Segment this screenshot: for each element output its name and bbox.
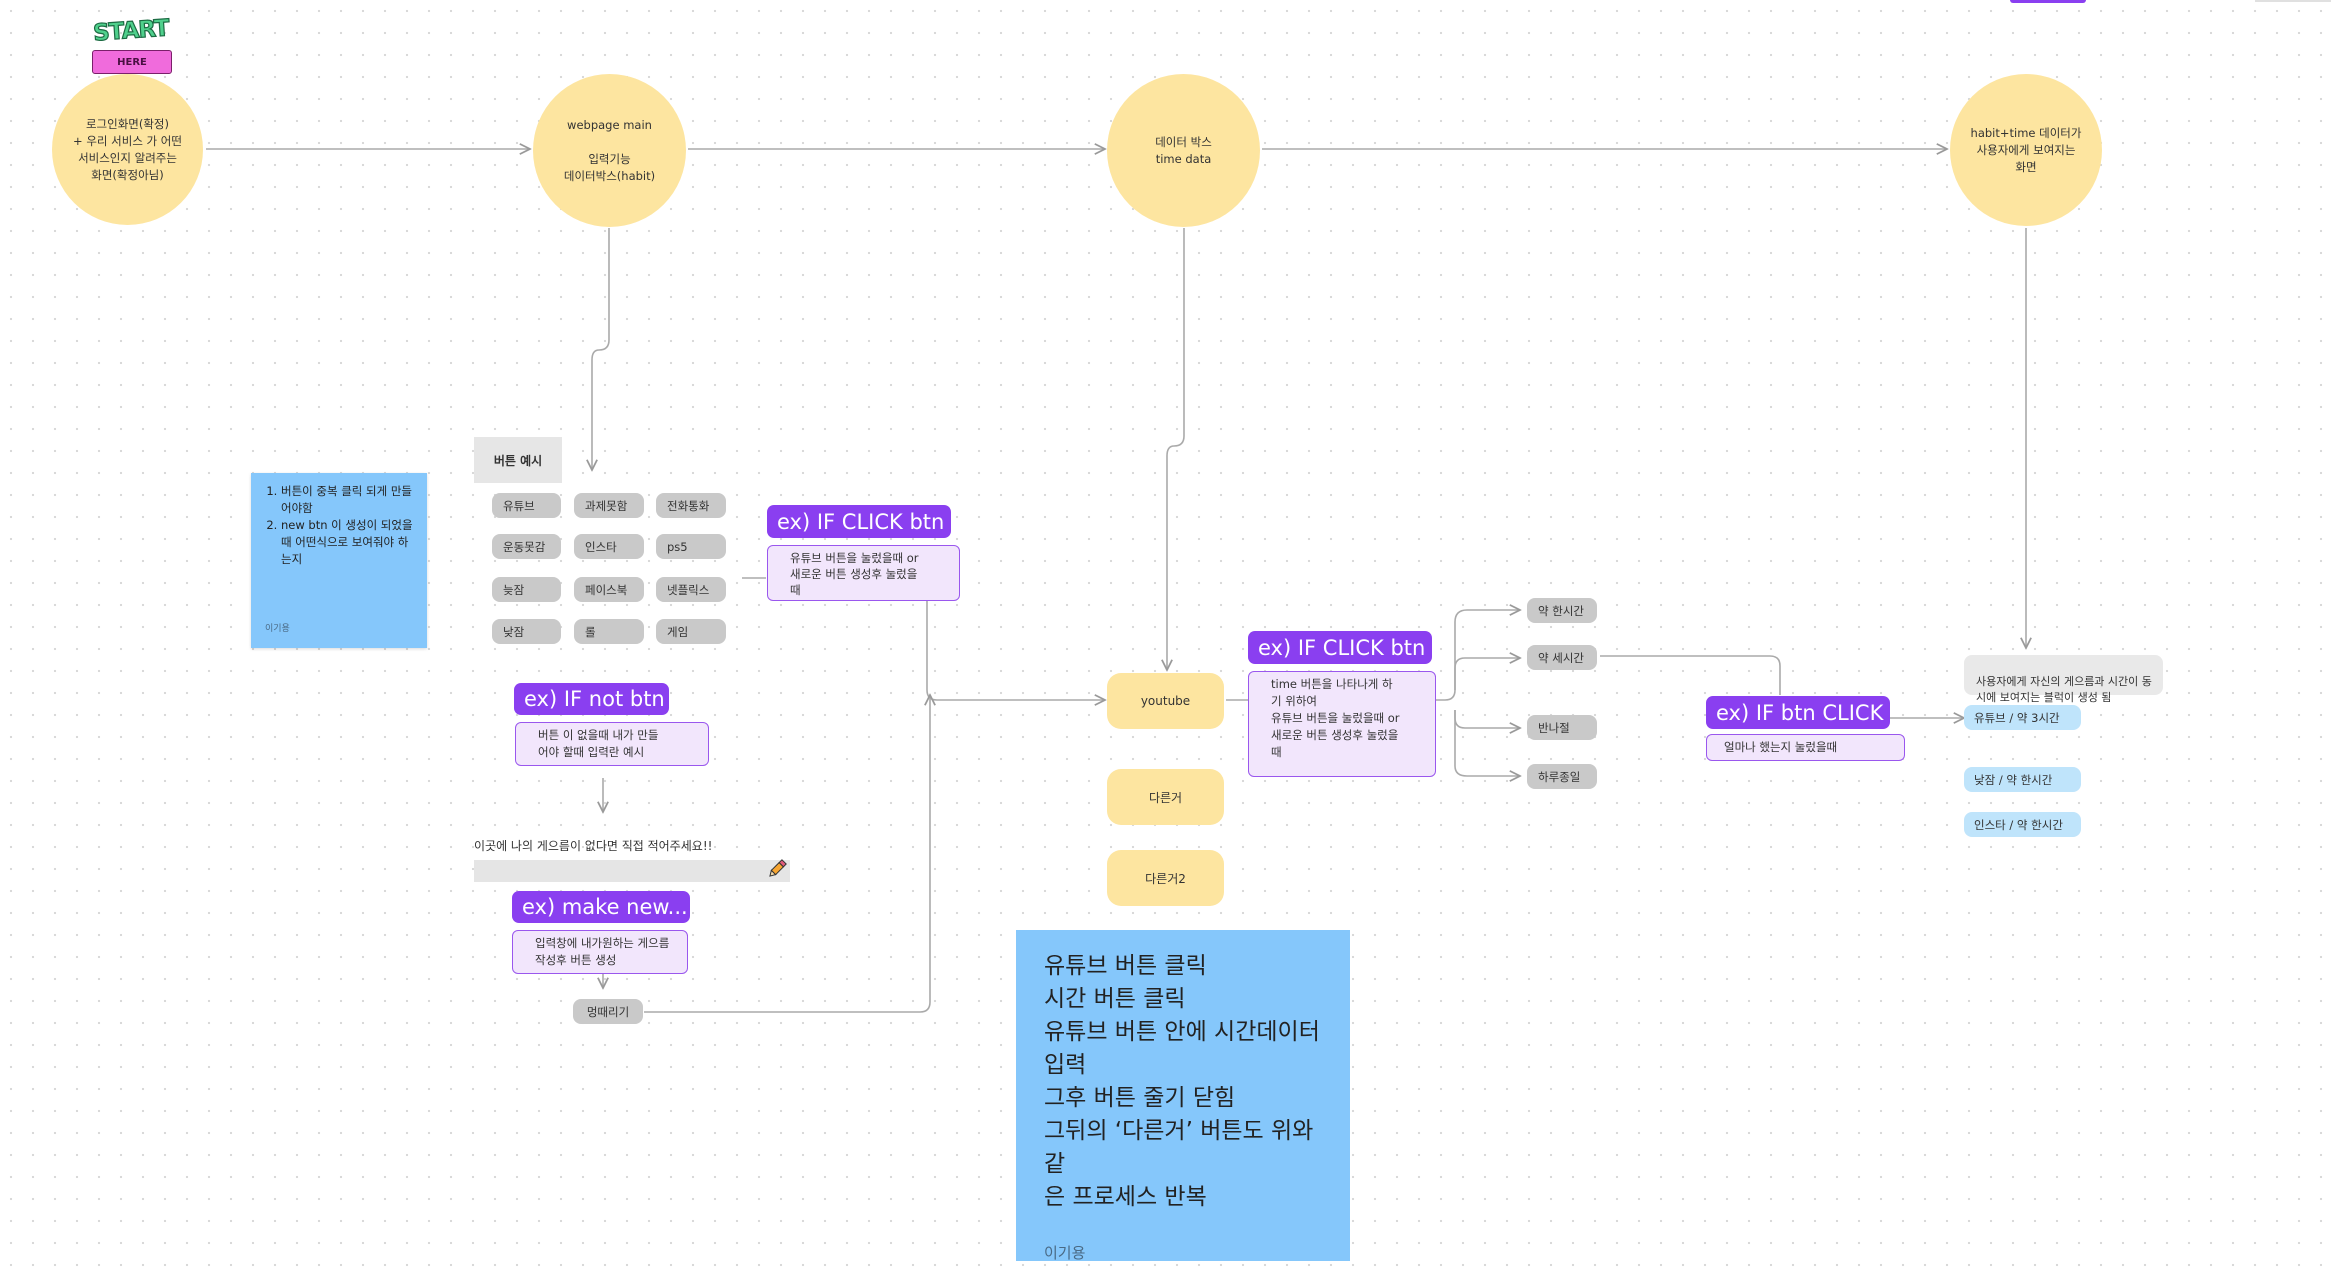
here-text: HERE bbox=[117, 56, 147, 68]
sticky-note-big-line: 시간 버튼 클릭 bbox=[1044, 986, 1186, 1012]
example-button[interactable]: 넷플릭스 bbox=[656, 577, 726, 602]
time-button-allday[interactable]: 하루종일 bbox=[1527, 764, 1597, 789]
flow-node-databox[interactable]: 데이터 박스 time data bbox=[1107, 74, 1260, 227]
sticky-note-item: 버튼이 중복 클릭 되게 만들어야함 bbox=[281, 483, 415, 517]
flow-node-login-text: 로그인화면(확정) + 우리 서비스 가 어떤 서비스인지 알려주는 화면(확정… bbox=[73, 116, 182, 182]
flow-node-main-text: webpage main 입력기능 데이터박스(habit) bbox=[563, 117, 656, 183]
make-new-box: 입력창에 내가원하는 게으름 작성후 버튼 생성 bbox=[512, 930, 688, 974]
sticky-note-big-line: 유튜브 버튼 안에 시간데이터 bbox=[1044, 1019, 1320, 1045]
created-button-result[interactable]: 멍때리기 bbox=[573, 999, 643, 1024]
offscreen-purple-element bbox=[2010, 0, 2086, 3]
example-button[interactable]: 과제못함 bbox=[574, 493, 644, 518]
result-item[interactable]: 유튜브 / 약 3시간 bbox=[1964, 705, 2081, 730]
result-panel-header: 사용자에게 자신의 게으름과 시간이 동 시에 보여지는 블럭이 생성 됨 bbox=[1964, 655, 2163, 704]
example-button[interactable]: 인스타 bbox=[574, 534, 644, 559]
here-ribbon: HERE bbox=[92, 50, 172, 74]
category-pill-other[interactable]: 다른거 bbox=[1107, 769, 1224, 825]
offscreen-gray-element bbox=[2255, 0, 2331, 2]
sticky-note-big-author: 이기용 bbox=[1044, 1244, 1086, 1262]
example-button[interactable]: 늦잠 bbox=[492, 577, 561, 602]
sticky-note-small-list: 버튼이 중복 클릭 되게 만들어야함 new btn 이 생성이 되었을때 어떤… bbox=[251, 483, 427, 568]
button-examples-header-text: 버튼 예시 bbox=[493, 453, 543, 468]
start-here-sticker: START HERE bbox=[86, 15, 176, 80]
example-button[interactable]: 유튜브 bbox=[492, 493, 561, 518]
example-button[interactable]: 전화통화 bbox=[656, 493, 726, 518]
make-new-title: ex) make new... bbox=[512, 891, 690, 923]
if-click-time-box: time 버튼을 나타나게 하 기 위하여 유튜브 버튼을 눌렀을때 or 새로… bbox=[1248, 671, 1436, 777]
sticky-note-big-line: 유튜브 버튼 클릭 bbox=[1044, 953, 1207, 979]
category-pill-other-label: 다른거 bbox=[1148, 790, 1183, 805]
if-btn-click-title: ex) IF btn CLICK bbox=[1706, 696, 1890, 729]
sticky-note-small[interactable]: 버튼이 중복 클릭 되게 만들어야함 new btn 이 생성이 되었을때 어떤… bbox=[251, 473, 427, 648]
category-pill-other2[interactable]: 다른거2 bbox=[1107, 850, 1224, 906]
if-click-btn-box: 유튜브 버튼을 눌렀을때 or 새로운 버튼 생성후 눌렀을 때 bbox=[767, 545, 960, 601]
flow-node-databox-text: 데이터 박스 time data bbox=[1155, 134, 1212, 166]
sticky-note-big-line: 그뒤의 ‘다른거’ 버튼도 위와같 bbox=[1044, 1118, 1314, 1177]
sticky-note-big-line: 입력 bbox=[1044, 1052, 1087, 1078]
if-not-btn-title: ex) IF not btn bbox=[514, 683, 669, 715]
if-click-btn-title: ex) IF CLICK btn bbox=[767, 505, 951, 538]
if-btn-click-box: 얼마나 했는지 눌렀을때 bbox=[1706, 734, 1905, 761]
category-pill-other2-label: 다른거2 bbox=[1145, 871, 1186, 886]
flow-node-result-screen[interactable]: habit+time 데이터가 사용자에게 보여지는 화면 bbox=[1950, 74, 2102, 226]
sticky-note-big[interactable]: 유튜브 버튼 클릭 시간 버튼 클릭 유튜브 버튼 안에 시간데이터 입력 그후… bbox=[1016, 930, 1350, 1262]
flow-node-main[interactable]: webpage main 입력기능 데이터박스(habit) bbox=[533, 74, 686, 227]
time-button-3h[interactable]: 약 세시간 bbox=[1527, 645, 1597, 670]
time-button-halfday[interactable]: 반나절 bbox=[1527, 715, 1597, 740]
sticky-note-author: 이기용 bbox=[265, 624, 290, 634]
sticky-note-big-line: 그후 버튼 줄기 닫힘 bbox=[1044, 1085, 1236, 1111]
result-panel-header-text: 사용자에게 자신의 게으름과 시간이 동 시에 보여지는 블럭이 생성 됨 bbox=[1976, 675, 2152, 704]
result-item[interactable]: 인스타 / 약 한시간 bbox=[1964, 812, 2081, 837]
example-button[interactable]: 낮잠 bbox=[492, 619, 561, 644]
start-text: START bbox=[92, 15, 170, 47]
category-pill-youtube[interactable]: youtube bbox=[1107, 673, 1224, 729]
example-button[interactable]: 운동못감 bbox=[492, 534, 561, 559]
custom-input-label: 이곳에 나의 게으름이 없다면 직접 적어주세요!! bbox=[474, 839, 713, 853]
if-click-time-title: ex) IF CLICK btn bbox=[1248, 631, 1432, 664]
custom-laziness-input[interactable] bbox=[474, 858, 790, 882]
example-button[interactable]: 게임 bbox=[656, 619, 726, 644]
category-pill-youtube-label: youtube bbox=[1140, 694, 1191, 708]
flow-node-result-screen-text: habit+time 데이터가 사용자에게 보여지는 화면 bbox=[1970, 125, 2082, 174]
pencil-icon[interactable] bbox=[766, 858, 788, 880]
flow-node-login[interactable]: 로그인화면(확정) + 우리 서비스 가 어떤 서비스인지 알려주는 화면(확정… bbox=[52, 74, 203, 225]
example-button[interactable]: 페이스북 bbox=[574, 577, 644, 602]
result-item[interactable]: 낮잠 / 약 한시간 bbox=[1964, 767, 2081, 792]
sticky-note-item: new btn 이 생성이 되었을때 어떤식으로 보여줘야 하는지 bbox=[281, 517, 415, 568]
if-not-btn-box: 버튼 이 없을때 내가 만들 어야 할때 입력란 예시 bbox=[515, 722, 709, 766]
button-examples-header: 버튼 예시 bbox=[474, 437, 562, 483]
sticky-note-big-line: 은 프로세스 반복 bbox=[1044, 1184, 1207, 1210]
example-button[interactable]: 롤 bbox=[574, 619, 644, 644]
time-button-1h[interactable]: 약 한시간 bbox=[1527, 598, 1597, 623]
example-button[interactable]: ps5 bbox=[656, 534, 726, 559]
